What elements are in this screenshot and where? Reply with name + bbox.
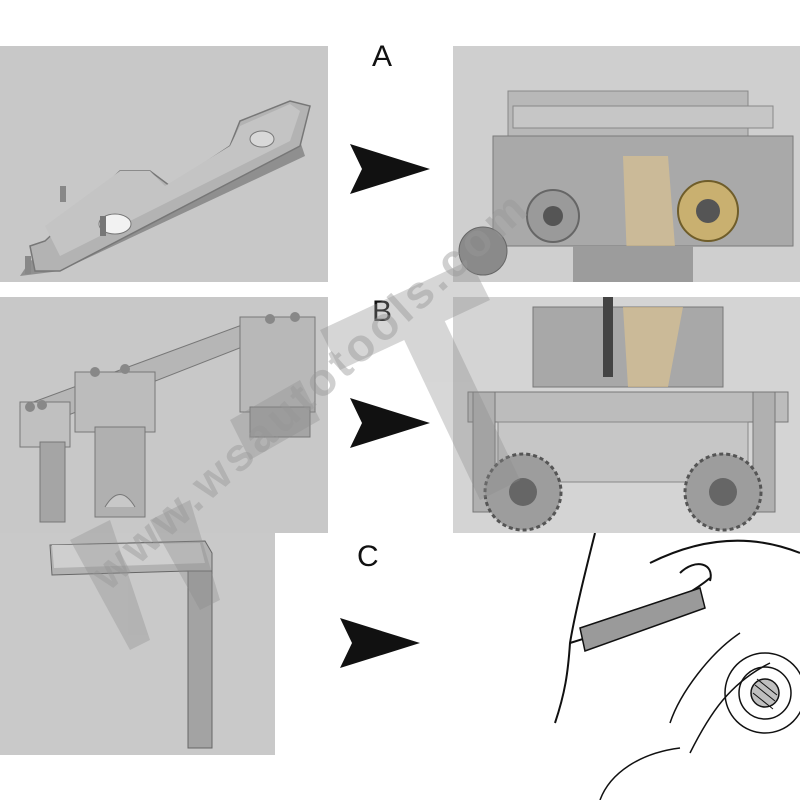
tool-b-photo [0, 297, 328, 533]
engine-b-photo [453, 297, 800, 533]
engine-a-photo [453, 46, 800, 282]
arrow-right-icon [350, 144, 430, 194]
arrow-right-icon [350, 398, 430, 448]
arrow-right-icon [340, 618, 420, 668]
step-label-b: B [372, 295, 393, 328]
step-label-a: A [372, 40, 393, 73]
step-label-c: C [357, 540, 379, 573]
installation-sketch [540, 533, 800, 800]
tool-c-photo [0, 533, 275, 755]
tool-a-photo [0, 46, 328, 282]
